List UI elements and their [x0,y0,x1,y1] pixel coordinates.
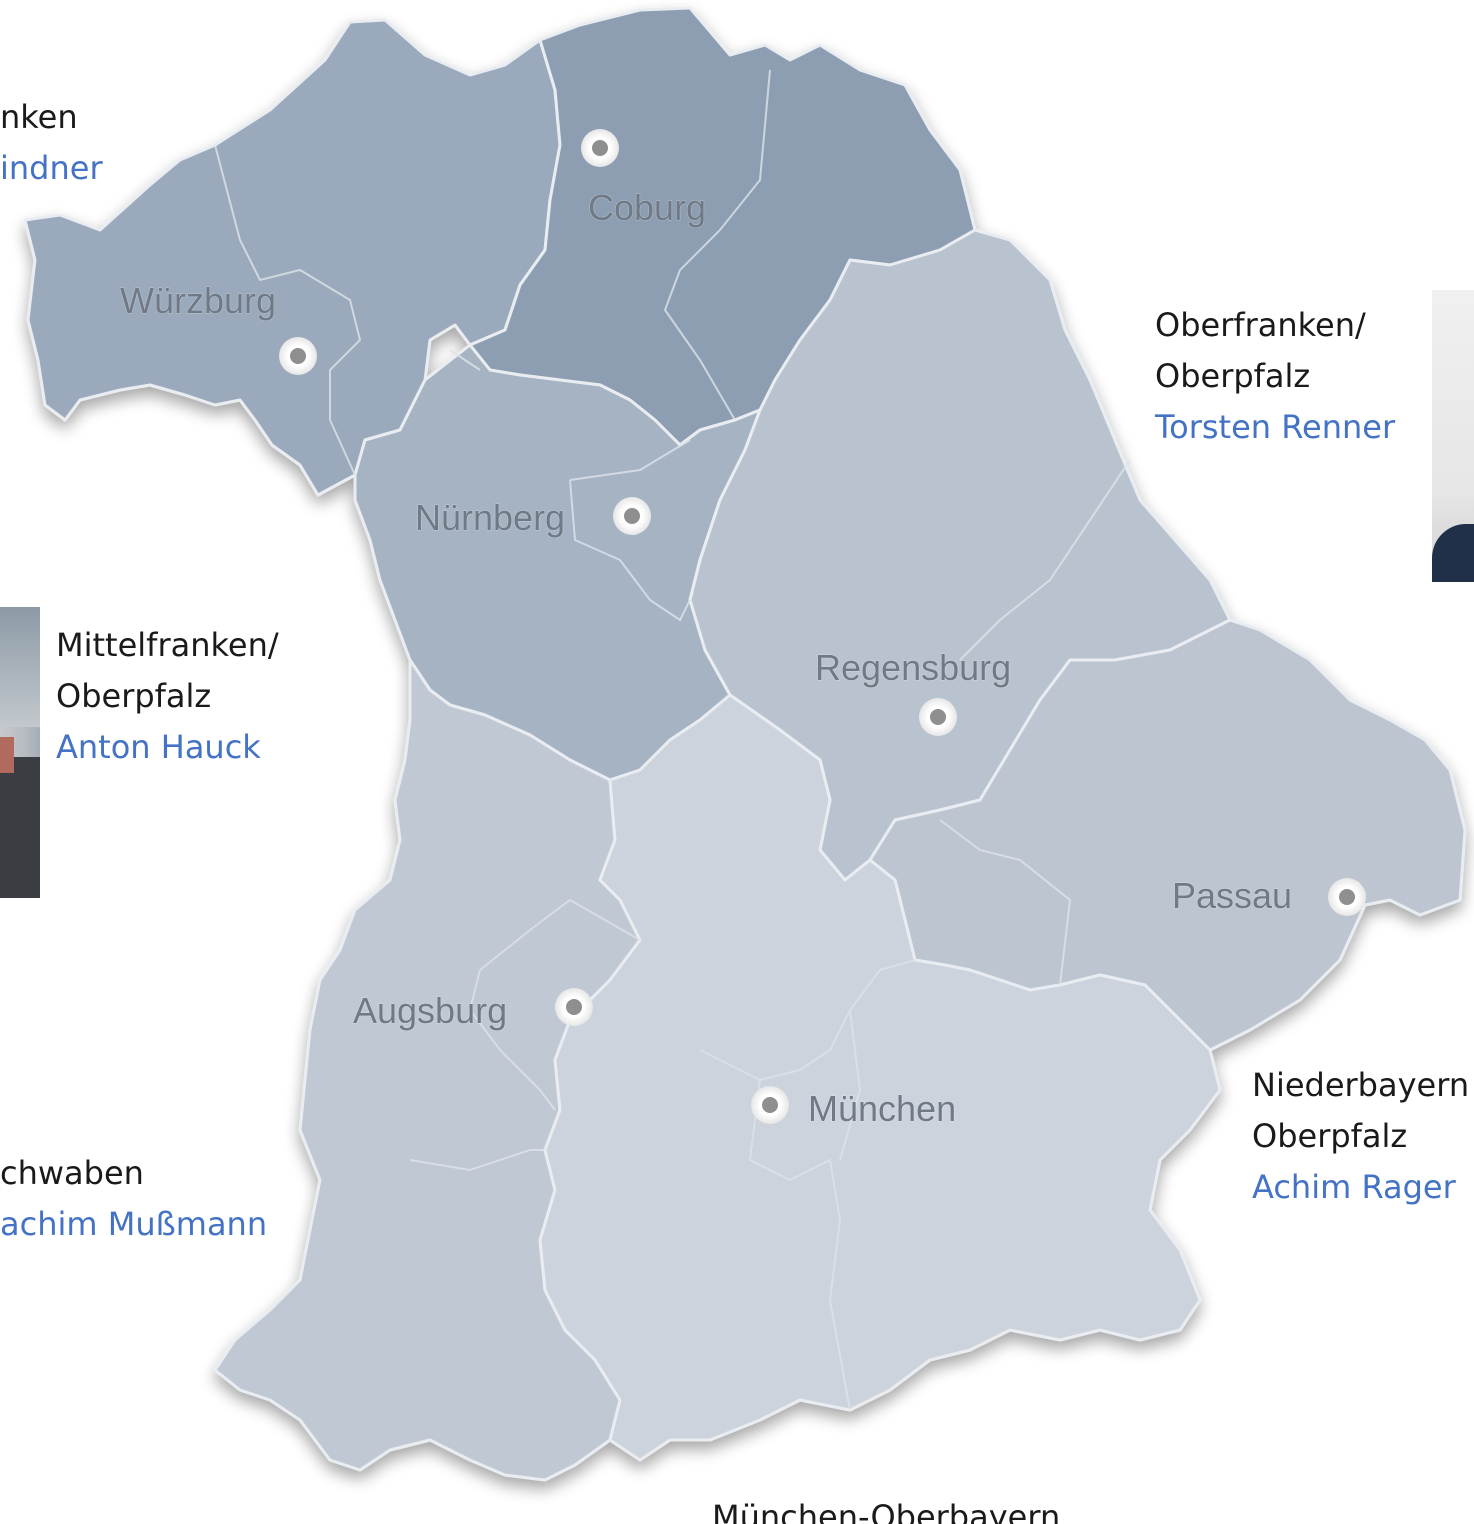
callout-oberbayern: München-Oberbayern [712,1492,1060,1524]
representative-name-link[interactable]: indner [0,149,103,187]
region-label: chwaben [0,1154,144,1192]
city-marker-coburg[interactable]: Coburg [581,129,707,229]
callout-schwaben: chwaben achim Mußmann [0,1148,267,1250]
city-label-muenchen: München [808,1088,956,1129]
city-dot-center [592,140,608,156]
region-label-line1: Niederbayern [1252,1066,1470,1104]
representative-name-link[interactable]: Anton Hauck [56,728,261,766]
district-borders [214,69,1131,1411]
city-label-coburg: Coburg [588,187,706,228]
city-label-regensburg: Regensburg [815,647,1011,688]
city-dot-center [930,709,946,725]
callout-mittelfranken: Mittelfranken/ Oberpfalz Anton Hauck [56,620,279,773]
city-dot-center [290,348,306,364]
city-label-wuerzburg: Würzburg [120,280,276,321]
city-marker-augsburg[interactable]: Augsburg [353,988,593,1032]
city-dot-center [762,1097,778,1113]
representative-name-link[interactable]: Torsten Renner [1155,408,1396,446]
region-label-line1: Oberfranken/ [1155,306,1366,344]
city-marker-muenchen[interactable]: München [751,1086,957,1130]
callout-niederbayern: Niederbayern Oberpfalz Achim Rager [1252,1060,1469,1213]
region-label: nken [0,98,78,136]
city-marker-wuerzburg[interactable]: Würzburg [120,280,317,375]
city-marker-passau[interactable]: Passau [1172,875,1366,917]
city-marker-nuernberg[interactable]: Nürnberg [415,497,651,539]
representative-name-link[interactable]: Achim Rager [1252,1168,1456,1206]
city-dot-center [624,508,640,524]
callout-oberfranken: Oberfranken/ Oberpfalz Torsten Renner [1155,300,1395,453]
region-label-line2: Oberpfalz [56,677,212,715]
region-oberbayern[interactable] [538,693,1222,1462]
city-marker-regensburg[interactable]: Regensburg [815,647,1012,736]
city-label-passau: Passau [1172,875,1292,916]
representative-photo-renner [1432,290,1474,582]
region-label: München-Oberbayern [712,1498,1061,1524]
representative-name-link[interactable]: achim Mußmann [0,1205,268,1243]
callout-unterfranken: nken indner [0,92,103,194]
region-label-line1: Mittelfranken/ [56,626,279,664]
city-label-augsburg: Augsburg [353,990,507,1031]
city-label-nuernberg: Nürnberg [415,497,565,538]
region-label-line2: Oberpfalz [1155,357,1311,395]
city-dot-center [1339,889,1355,905]
representative-photo-hauck [0,607,40,898]
region-label-line2: Oberpfalz [1252,1117,1408,1155]
city-dot-center [566,999,582,1015]
city-markers: CoburgWürzburgNürnbergRegensburgPassauAu… [120,129,1366,1130]
